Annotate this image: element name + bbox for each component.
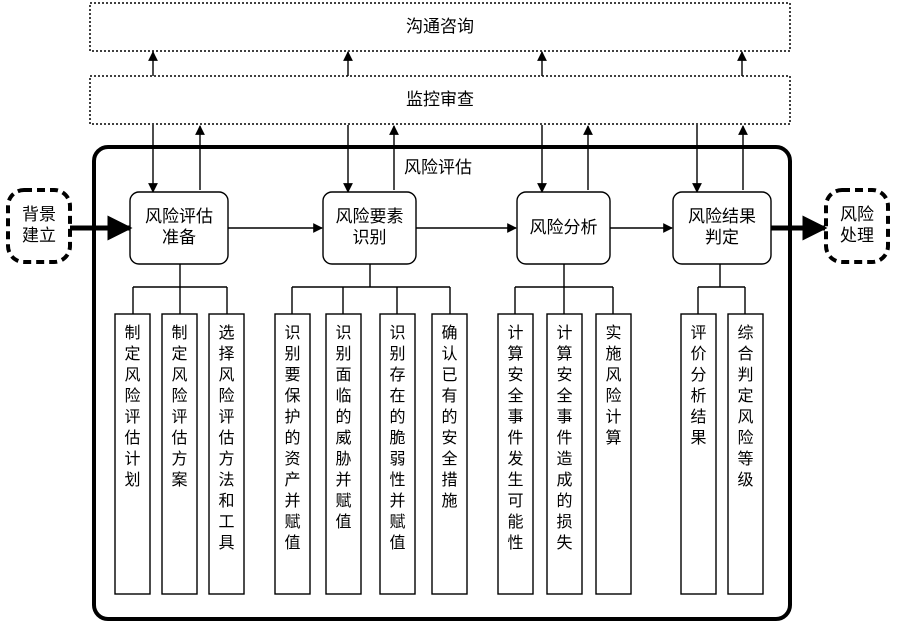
- stage-label-line: 准备: [162, 228, 196, 248]
- task-box: [208, 313, 245, 595]
- task-text: 制定风险评估方案: [171, 323, 188, 489]
- task-box: [161, 313, 198, 595]
- task-text: 计算安全事件造成的损失: [556, 323, 573, 552]
- task-label: 制定风险评估方案: [162, 322, 197, 592]
- left-node: [6, 188, 72, 264]
- main-frame: [92, 145, 792, 621]
- left-node-label: 背景 建立: [8, 190, 70, 262]
- task-label: 评价分析结果: [681, 322, 716, 592]
- main-frame-title: 风险评估: [404, 157, 472, 178]
- task-box: [680, 313, 717, 595]
- stage-label-line: 风险分析: [529, 217, 598, 238]
- right-node-line: 处理: [840, 226, 874, 246]
- task-text: 识别要保护的资产并赋值: [284, 323, 301, 552]
- task-box: [325, 313, 362, 595]
- task-box: [546, 313, 583, 595]
- consult-bar: [89, 2, 791, 52]
- task-box: [274, 313, 311, 595]
- task-text: 实施风险计算: [605, 323, 622, 447]
- task-box: [497, 313, 534, 595]
- right-node-label: 风险 处理: [826, 190, 888, 262]
- task-text: 综合判定风险等级: [737, 323, 754, 489]
- stage-label-1: 风险评估 准备: [130, 192, 228, 264]
- stage-label-4: 风险结果 判定: [673, 192, 771, 264]
- task-text: 评价分析结果: [690, 323, 707, 447]
- stage-label-line: 风险评估: [145, 207, 213, 227]
- task-label: 制定风险评估计划: [115, 322, 150, 592]
- task-text: 计算安全事件发生可能性: [507, 323, 524, 552]
- right-node-line: 风险: [840, 205, 874, 225]
- task-label: 识别要保护的资产并赋值: [275, 322, 310, 592]
- right-node: [824, 188, 890, 264]
- task-label: 选择风险评估方法和工具: [209, 322, 244, 592]
- task-box: [595, 313, 632, 595]
- monitor-bar: [89, 75, 791, 125]
- task-text: 选择风险评估方法和工具: [218, 323, 235, 552]
- consult-label: 沟通咨询: [406, 16, 474, 37]
- task-label: 识别存在的脆弱性并赋值: [380, 322, 415, 592]
- stage-label-3: 风险分析: [517, 192, 610, 264]
- left-node-line: 建立: [22, 226, 56, 246]
- task-label: 计算安全事件造成的损失: [547, 322, 582, 592]
- task-label: 识别面临的威胁并赋值: [326, 322, 361, 592]
- task-box: [727, 313, 764, 595]
- stage-label-line: 判定: [705, 228, 739, 248]
- up-arrows-top: [148, 51, 747, 76]
- stage-label-line: 风险要素: [335, 207, 404, 227]
- stage-label-line: 识别: [352, 228, 387, 248]
- stage-label-2: 风险要素 识别: [323, 192, 416, 264]
- task-label: 确认已有的安全措施: [432, 322, 467, 592]
- task-box: [114, 313, 151, 595]
- task-label: 计算安全事件发生可能性: [498, 322, 533, 592]
- task-label: 综合判定风险等级: [728, 322, 763, 592]
- task-label: 实施风险计算: [596, 322, 631, 592]
- monitor-label: 监控审查: [406, 89, 474, 110]
- task-box: [431, 313, 468, 595]
- task-box: [379, 313, 416, 595]
- task-text: 确认已有的安全措施: [441, 323, 458, 510]
- tree-connectors: [132, 264, 746, 314]
- left-node-line: 背景: [22, 205, 56, 225]
- stage-label-line: 风险结果: [688, 207, 756, 227]
- stage-monitor-arrows: [148, 125, 748, 193]
- task-text: 识别存在的脆弱性并赋值: [389, 323, 406, 552]
- task-text: 识别面临的威胁并赋值: [335, 323, 352, 531]
- task-text: 制定风险评估计划: [124, 323, 141, 489]
